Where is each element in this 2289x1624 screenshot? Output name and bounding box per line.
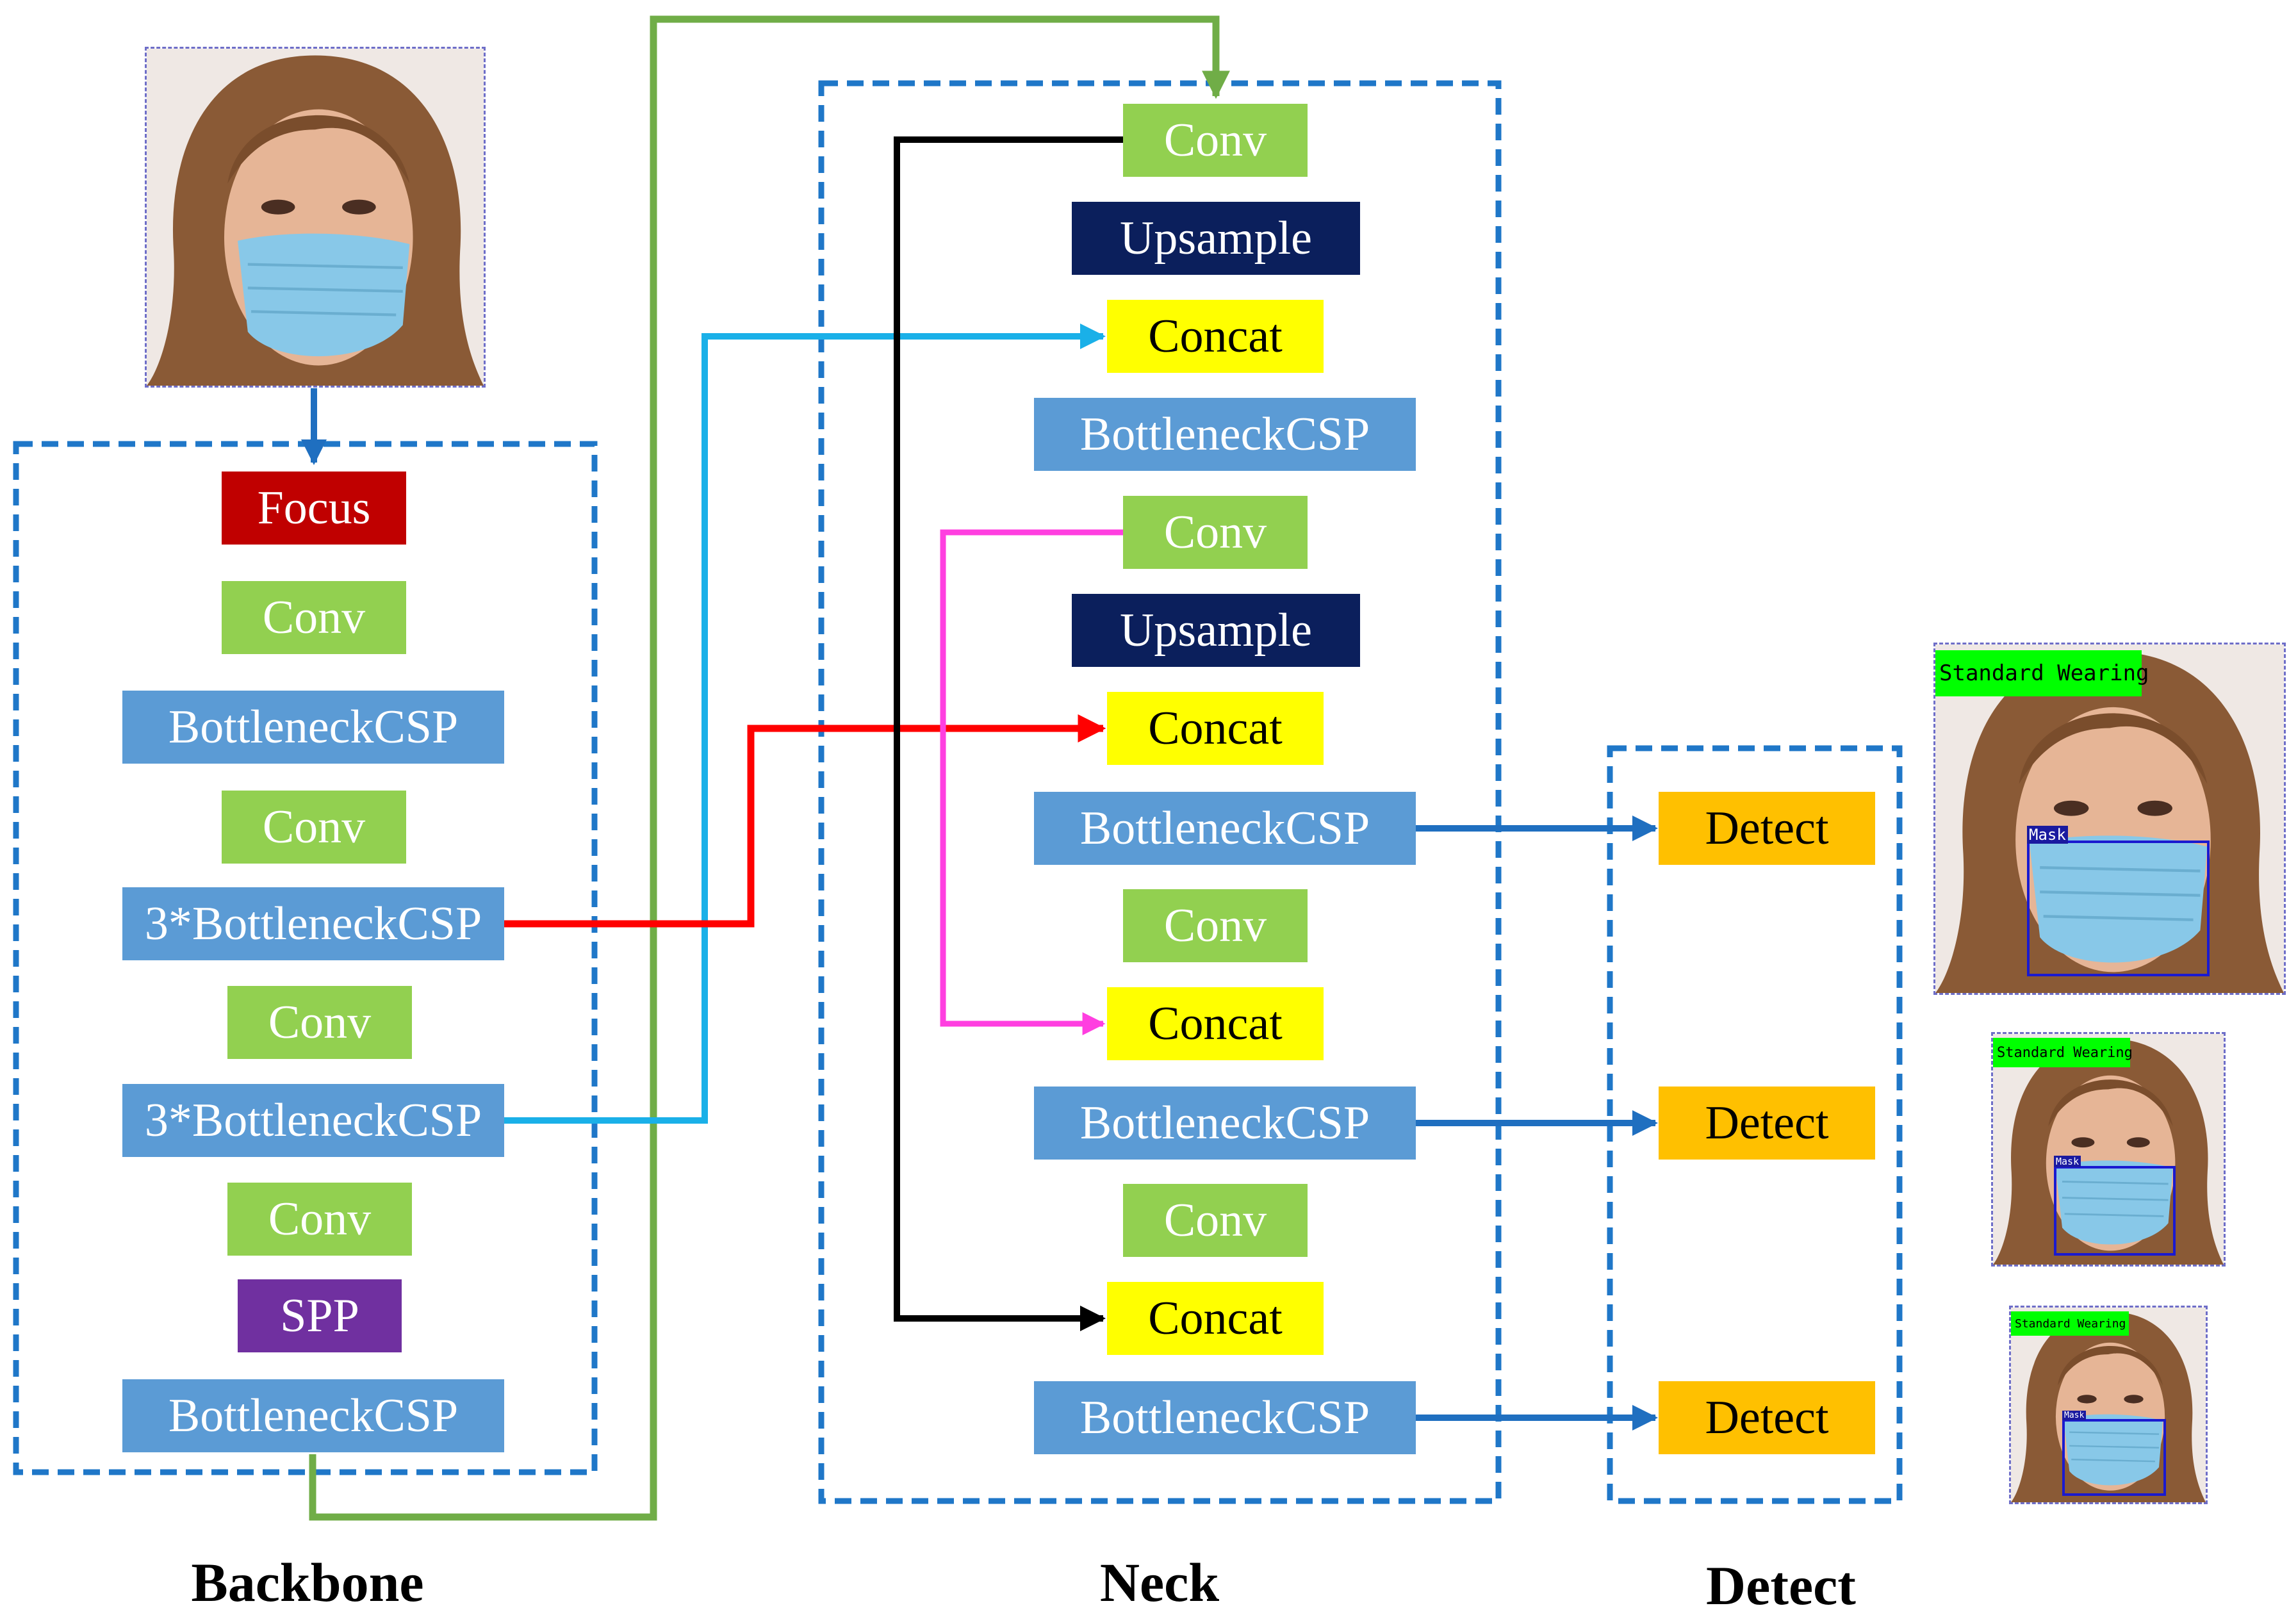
neck-conv-block-4: Conv — [1123, 1184, 1308, 1257]
neck-bottleneckcsp-block-4: BottleneckCSP — [1034, 1381, 1416, 1454]
face-illustration — [2011, 1308, 2206, 1502]
red-link — [503, 714, 1106, 928]
face-illustration — [1993, 1034, 2224, 1265]
input-face-image — [145, 47, 486, 388]
neck-concat-block-2: Concat — [1107, 692, 1324, 765]
detect-block-2: Detect — [1659, 1087, 1875, 1160]
neck-conv-block-2: Conv — [1123, 496, 1308, 569]
mask-bounding-box — [2027, 841, 2210, 976]
neck-upsample-block-2: Upsample — [1072, 594, 1360, 667]
class-label-tag: Standard Wearing — [2011, 1311, 2129, 1336]
mask-bounding-box — [2062, 1419, 2166, 1496]
mask-label-tag: Mask — [2054, 1156, 2081, 1167]
backbone-spp-block: SPP — [238, 1279, 402, 1352]
black-link — [894, 136, 1123, 1331]
magenta-link — [940, 529, 1123, 1035]
green-link — [309, 15, 1230, 1521]
neck-concat-block-4: Concat — [1107, 1282, 1324, 1355]
backbone-bottleneckcsp-block-1: BottleneckCSP — [122, 691, 504, 764]
mask-label-tag: Mask — [2027, 826, 2068, 844]
mask-bounding-box — [2054, 1166, 2176, 1256]
face-illustration — [1935, 644, 2284, 993]
neck-bottleneckcsp-block-3: BottleneckCSP — [1034, 1087, 1416, 1160]
cyan-link — [503, 324, 1106, 1124]
neck-title: Neck — [1099, 1552, 1220, 1613]
detect-block-3: Detect — [1659, 1381, 1875, 1454]
neck-bottleneckcsp-block-1: BottleneckCSP — [1034, 398, 1416, 471]
neck-conv-block-1: Conv — [1123, 104, 1308, 177]
face-illustration — [147, 49, 484, 386]
detect-frame — [1607, 745, 1903, 1504]
backbone-focus-block: Focus — [222, 472, 406, 545]
neck-conv-block-3: Conv — [1123, 889, 1308, 962]
backbone-conv-block-3: Conv — [227, 986, 412, 1059]
mask-label-tag: Mask — [2062, 1411, 2087, 1420]
class-label-tag: Standard Wearing — [1993, 1038, 2133, 1067]
backbone-conv-block-1: Conv — [222, 581, 406, 654]
neck-bottleneckcsp-block-2: BottleneckCSP — [1034, 792, 1416, 865]
class-label-tag: Standard Wearing — [1935, 650, 2149, 696]
backbone-3x-bottleneckcsp-block-2: 3*BottleneckCSP — [122, 1084, 504, 1157]
backbone-title: Backbone — [191, 1552, 424, 1613]
output-face-image-large: Standard Wearing Mask — [1933, 643, 2286, 995]
backbone-bottleneckcsp-block-2: BottleneckCSP — [122, 1379, 504, 1452]
neck-upsample-block-1: Upsample — [1072, 202, 1360, 275]
backbone-3x-bottleneckcsp-block-1: 3*BottleneckCSP — [122, 887, 504, 960]
backbone-conv-block-4: Conv — [227, 1183, 412, 1256]
output-face-image-small: Standard Wearing Mask — [2009, 1306, 2208, 1504]
detect-title: Detect — [1706, 1555, 1856, 1616]
backbone-conv-block-2: Conv — [222, 791, 406, 864]
neck-concat-block-3: Concat — [1107, 987, 1324, 1060]
neck-concat-block-1: Concat — [1107, 300, 1324, 373]
output-face-image-medium: Standard Wearing Mask — [1991, 1032, 2226, 1267]
detect-block-1: Detect — [1659, 792, 1875, 865]
neck-frame — [818, 80, 1502, 1504]
